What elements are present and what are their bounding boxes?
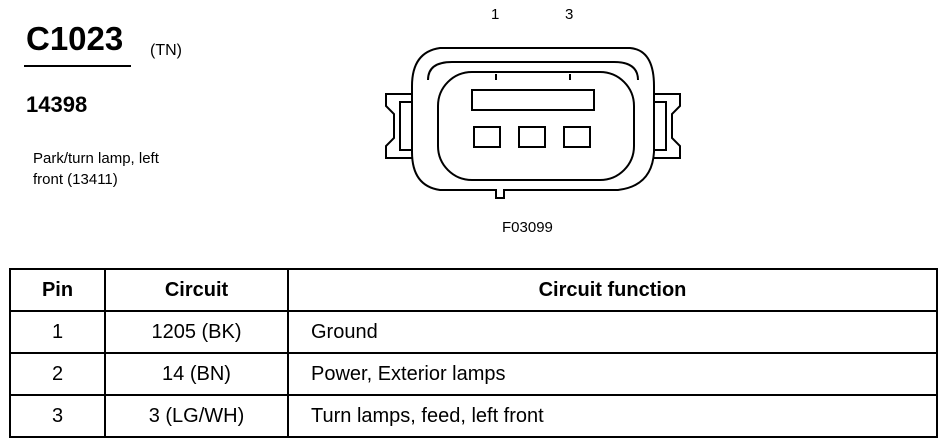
header-pin: Pin [9,268,106,312]
connector-color-code: (TN) [150,42,182,59]
circuit-cell: 1205 (BK) [104,310,289,354]
header-circuit-function: Circuit function [287,268,938,312]
table-row: 2 14 (BN) Power, Exterior lamps [9,352,938,396]
pin-cell: 2 [9,352,106,396]
circuit-cell: 14 (BN) [104,352,289,396]
title-underline [24,65,131,67]
table-header-row: Pin Circuit Circuit function [9,268,938,312]
description-line-2: front (13411) [33,171,118,188]
pin-cavity-2 [518,126,546,148]
connector-id: C1023 [26,20,124,57]
table-row: 3 3 (LG/WH) Turn lamps, feed, left front [9,394,938,438]
circuit-cell: 3 (LG/WH) [104,394,289,438]
pin-cell: 3 [9,394,106,438]
connector-inner-face [437,71,635,181]
pin-cell: 1 [9,310,106,354]
description-line-1: Park/turn lamp, left [33,150,159,167]
part-number: 14398 [26,92,88,117]
pin-cavity-1 [473,126,501,148]
table-row: 1 1205 (BK) Ground [9,310,938,354]
connector-face-diagram [385,47,681,199]
figure-code: F03099 [502,219,553,236]
function-cell: Ground [287,310,938,354]
left-side-tab [385,93,412,159]
pin-cavity-3 [563,126,591,148]
pinout-table: Pin Circuit Circuit function 1 1205 (BK)… [9,268,938,438]
connector-housing-outline [411,47,655,199]
function-cell: Power, Exterior lamps [287,352,938,396]
key-slot [471,89,595,111]
pin-label-3: 3 [565,6,574,23]
connector-latch [427,61,639,81]
connector-description: Park/turn lamp, left front (13411) [33,148,203,190]
right-side-tab [654,93,681,159]
header-circuit: Circuit [104,268,289,312]
function-cell: Turn lamps, feed, left front [287,394,938,438]
pin-label-1: 1 [491,6,500,23]
